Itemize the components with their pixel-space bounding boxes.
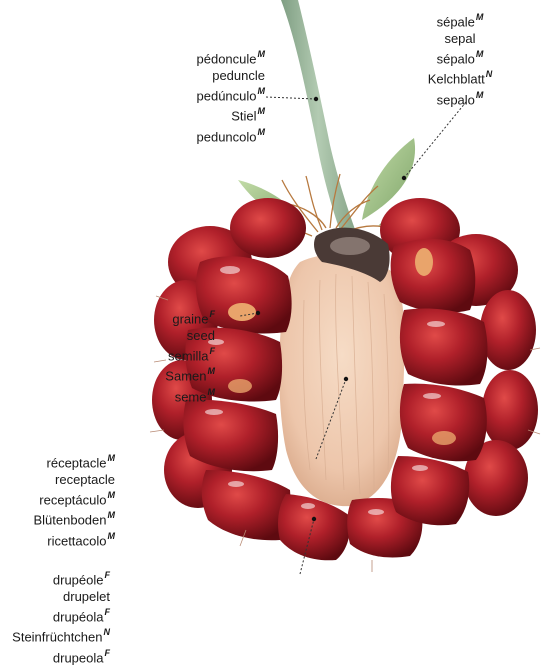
seed-gender: F <box>210 346 216 356</box>
drupelet-gender: F <box>105 607 111 617</box>
sepal-gender: M <box>476 12 484 22</box>
sepal-word: sépale <box>437 14 475 29</box>
drupelet-term: drupeolaF <box>0 646 110 667</box>
peduncle-term: peduncoloM <box>150 125 265 146</box>
receptacle-word: Blütenboden <box>33 513 106 528</box>
peduncle-word: peduncle <box>212 68 265 83</box>
drupelet-word: drupeola <box>53 650 104 665</box>
seed-term: semillaF <box>100 344 215 365</box>
receptacle-term: receptáculoM <box>20 488 115 509</box>
receptacle-gender: M <box>108 510 116 520</box>
peduncle-term: StielM <box>150 104 265 125</box>
sepal-gender: M <box>476 49 484 59</box>
drupelet-word: drupelet <box>63 589 110 604</box>
receptacle <box>279 254 404 506</box>
receptacle-word: ricettacolo <box>47 533 106 548</box>
sepal-word: sepalo <box>437 92 475 107</box>
receptacle-gender: M <box>108 531 116 541</box>
sepal-term: sépaleM <box>410 10 510 31</box>
sepal-gender: M <box>476 90 484 100</box>
peduncle-word: pedúnculo <box>197 88 257 103</box>
sepal-word: sepal <box>444 31 475 46</box>
sepal-word: sépalo <box>437 51 475 66</box>
receptacle-term: réceptacleM <box>20 451 115 472</box>
peduncle-word: peduncolo <box>197 129 257 144</box>
seed-gender: M <box>208 387 216 397</box>
drupelet-word: Steinfrüchtchen <box>12 630 102 645</box>
peduncle-gender: M <box>258 49 266 59</box>
seed-term: graineF <box>100 307 215 328</box>
seed-word: seme <box>175 389 207 404</box>
sepal-term: sepaloM <box>410 88 510 109</box>
receptacle-gender: M <box>108 490 116 500</box>
sepal-word: Kelchblatt <box>428 72 485 87</box>
seed-word: semilla <box>168 348 208 363</box>
seed-term: SamenM <box>100 364 215 385</box>
peduncle-gender: M <box>258 86 266 96</box>
sepal-term: sepal <box>410 31 510 47</box>
sepal-term: sépaloM <box>410 47 510 68</box>
peduncle-gender: M <box>258 106 266 116</box>
drupelet-word: drupéola <box>53 609 104 624</box>
peduncle-word: Stiel <box>231 109 256 124</box>
seed-word: seed <box>187 328 215 343</box>
drupelet-term: drupéolaF <box>0 605 110 626</box>
peduncle-gender: M <box>258 127 266 137</box>
receptacle-word: réceptacle <box>47 455 107 470</box>
drupelet-term: drupelet <box>0 589 110 605</box>
peduncle-term: peduncle <box>150 68 265 84</box>
seed-word: graine <box>172 311 208 326</box>
drupelet-term: SteinfrüchtchenN <box>0 625 110 646</box>
sepal-gender: N <box>486 69 493 79</box>
peduncle-word: pédoncule <box>197 51 257 66</box>
drupelet-gender: F <box>105 648 111 658</box>
drupelet-gender: N <box>104 627 111 637</box>
peduncle-term: pedúnculoM <box>150 84 265 105</box>
receptacle-gender: M <box>108 453 116 463</box>
peduncle-stem <box>281 0 356 236</box>
seed-word: Samen <box>165 369 206 384</box>
receptacle-word: receptáculo <box>39 492 106 507</box>
seed-term: seed <box>100 328 215 344</box>
drupelet-term: drupéoleF <box>0 568 110 589</box>
peduncle-term: pédonculeM <box>150 47 265 68</box>
seed-term: semeM <box>100 385 215 406</box>
receptacle-term: ricettacoloM <box>20 529 115 550</box>
receptacle-term: BlütenbodenM <box>20 508 115 529</box>
receptacle-word: receptacle <box>55 472 115 487</box>
sepal-term: KelchblattN <box>410 67 510 88</box>
receptacle-term: receptacle <box>20 472 115 488</box>
seed-gender: F <box>210 309 216 319</box>
seed-gender: M <box>208 366 216 376</box>
drupelet-gender: F <box>105 570 111 580</box>
drupelet-word: drupéole <box>53 572 104 587</box>
